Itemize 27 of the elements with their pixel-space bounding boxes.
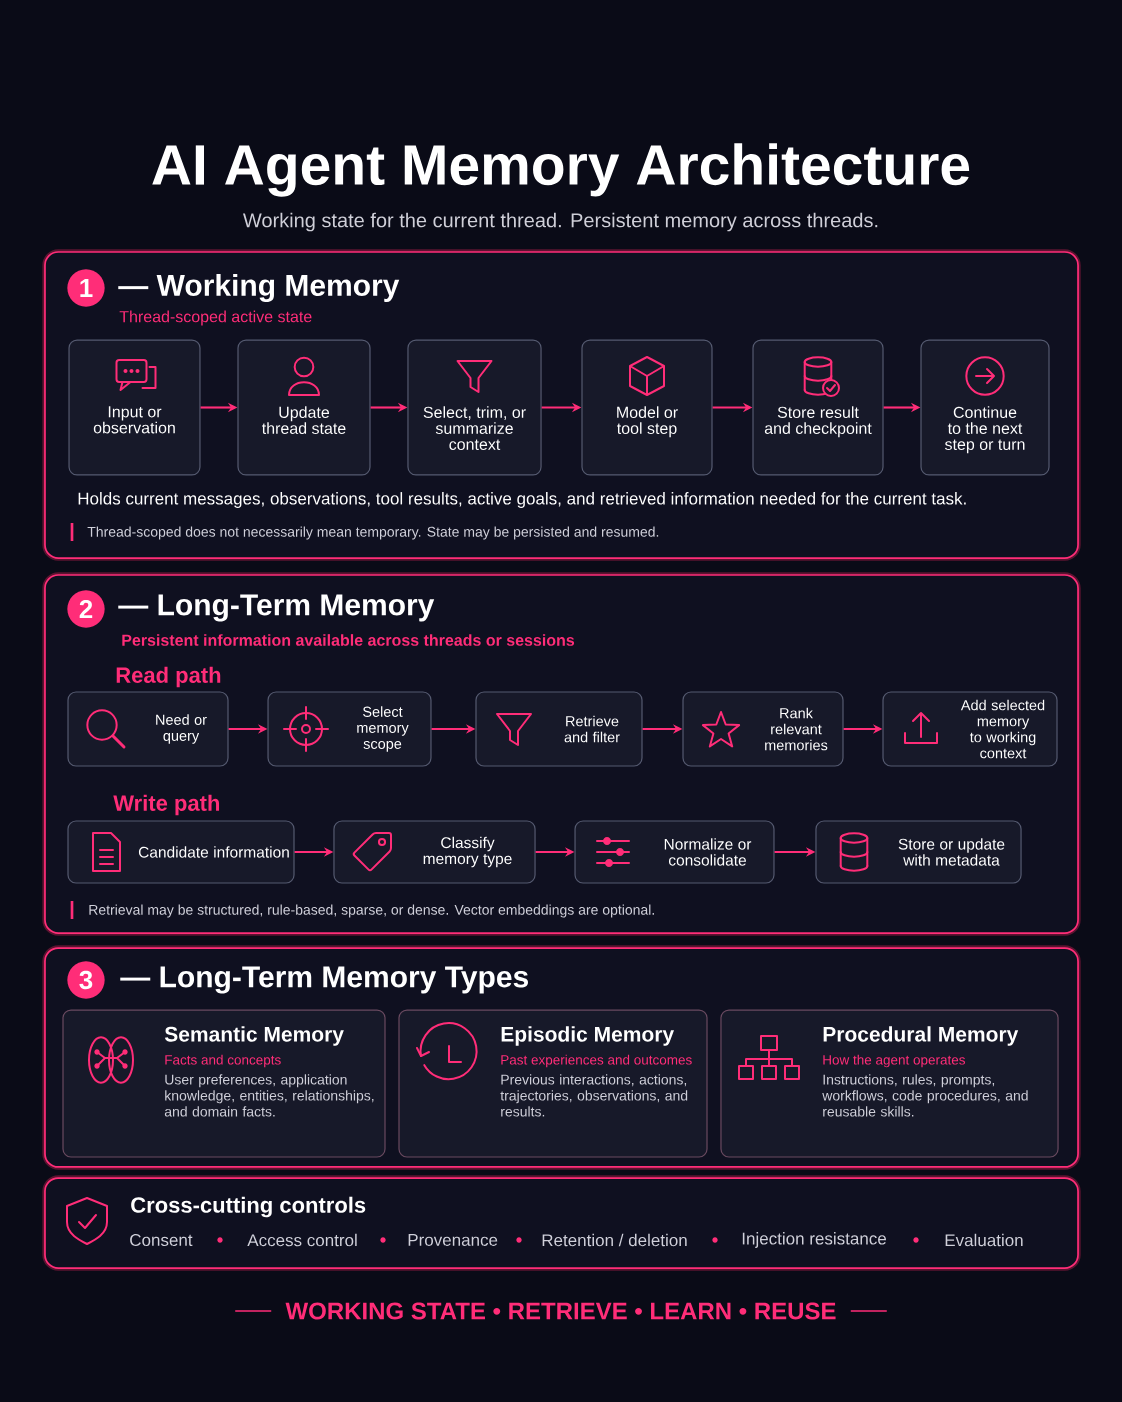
step-box: Select memory scope bbox=[267, 691, 432, 767]
step-box: Normalize or consolidate bbox=[574, 820, 775, 884]
number-badge: 2 bbox=[67, 590, 105, 628]
step-box: Retrieve and filter bbox=[475, 691, 643, 767]
step-box: Select, trim, or summarize context bbox=[407, 339, 542, 476]
memory-card: Episodic Memory Past experiences and outcomes Previous interactions, actions, trajectories, observations, and results. bbox=[398, 1009, 708, 1158]
step-box: Add selected memory to working context bbox=[882, 691, 1058, 767]
step-box: Model or tool step bbox=[581, 339, 713, 476]
controls-panel: Cross-cutting controls Consent Access control Provenance Retention / deletion Injection resistance Evaluation bbox=[42, 1175, 1081, 1271]
section-label: Write path bbox=[113, 794, 220, 816]
step-box: Need or query bbox=[67, 691, 229, 767]
step-box: Input or observation bbox=[68, 339, 201, 476]
step-box: Update thread state bbox=[237, 339, 371, 476]
memory-card: Procedural Memory How the agent operates Instructions, rules, prompts, workflows, code procedures, and reusable skills. bbox=[720, 1009, 1059, 1158]
number-badge: 3 bbox=[67, 961, 105, 999]
subtitle: Working state for the current thread. Persistent memory across threads. bbox=[243, 212, 878, 232]
number-badge: 1 bbox=[67, 269, 105, 307]
step-box: Classify memory type bbox=[333, 820, 536, 884]
section-label: Read path bbox=[116, 666, 221, 688]
step-box: Candidate information bbox=[67, 820, 295, 884]
title: AI Agent Memory Architecture bbox=[152, 143, 970, 197]
footer-tagline: WORKING STATE • RETRIEVE • LEARN • REUSE bbox=[285, 1302, 836, 1320]
step-box: Rank relevant memories bbox=[682, 691, 844, 767]
memory-card: Semantic Memory Facts and concepts User preferences, application knowledge, entities, relationships, and domain facts. bbox=[62, 1009, 386, 1158]
step-box: Continue to the next step or turn bbox=[920, 339, 1050, 476]
step-box: Store result and checkpoint bbox=[752, 339, 884, 476]
step-box: Store or update with metadata bbox=[815, 820, 1022, 884]
